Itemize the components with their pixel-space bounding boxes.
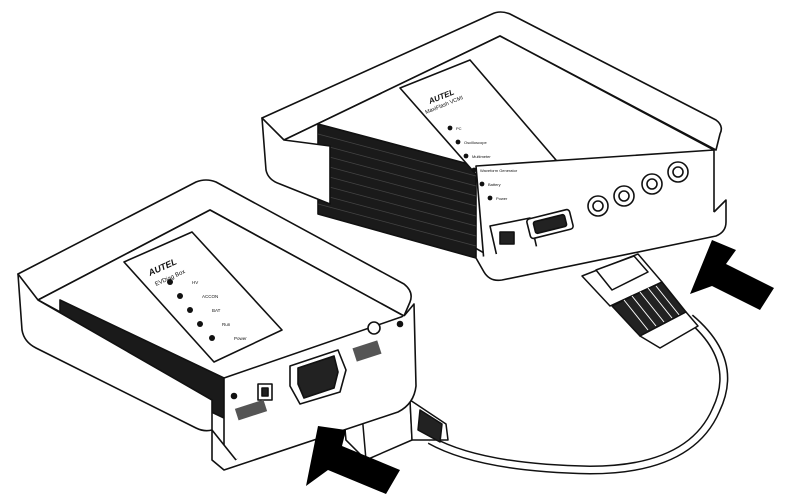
- vci-device: [261, 11, 727, 282]
- vci-indicator-oscilloscope: Oscilloscope: [464, 140, 487, 145]
- connection-arrow-icon: [306, 426, 400, 494]
- vci-indicator-power: Power: [496, 196, 508, 201]
- box-indicator-bat: BAT: [212, 308, 221, 313]
- box-indicator-hv: HV: [192, 280, 198, 285]
- box-indicator-run: Run: [222, 322, 231, 327]
- vci-indicator-waveform: Waveform Generator: [480, 168, 518, 173]
- vci-indicator-pc: PC: [456, 126, 462, 131]
- box-indicator-power: Power: [234, 336, 247, 341]
- box-indicator-accon: ACCON: [202, 294, 218, 299]
- box-device: [17, 179, 417, 471]
- connection-arrow-icon: [690, 240, 774, 310]
- vci-indicator-battery: Battery: [488, 182, 501, 187]
- vci-indicator-multimeter: Multimeter: [472, 154, 491, 159]
